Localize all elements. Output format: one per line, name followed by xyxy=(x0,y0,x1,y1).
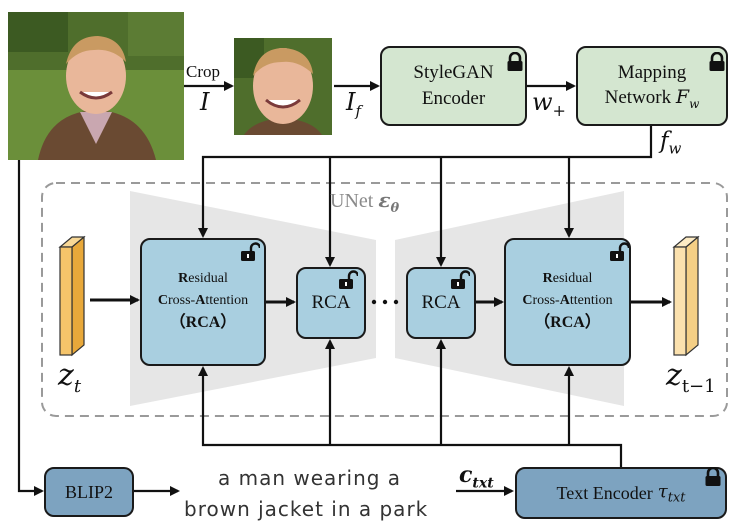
rca-small-2: RCA xyxy=(406,267,476,339)
cropped-face-photo xyxy=(234,38,332,135)
face-symbol: If xyxy=(346,88,362,120)
blip2-box: BLIP2 xyxy=(44,467,134,517)
unet-label: UNet εθ xyxy=(330,188,400,216)
rca-left-line3: （RCA） xyxy=(169,314,237,332)
lock-closed-icon xyxy=(507,52,523,71)
rca-small-1: RCA xyxy=(296,267,366,339)
ctxt-symbol: ctxt xyxy=(459,462,494,492)
lock-open-icon xyxy=(241,242,260,261)
stylegan-line2: Encoder xyxy=(421,88,486,109)
lock-closed-icon xyxy=(705,467,721,486)
lock-open-icon xyxy=(610,242,629,261)
image-symbol: I xyxy=(200,88,210,116)
crop-label: Crop xyxy=(186,62,220,81)
mapping-network: Mapping Network Fw xyxy=(576,46,728,126)
rca-left-line2: Cross-Attention xyxy=(157,292,249,308)
text-encoder-box: Text Encoder τtxt xyxy=(515,467,727,519)
input-photo xyxy=(8,12,184,160)
rca-right-line3: （RCA） xyxy=(534,314,601,332)
fw-symbol: fw xyxy=(660,128,682,158)
w-plus-symbol: w+ xyxy=(532,88,566,120)
caption-line1: a man wearing a xyxy=(218,466,402,490)
caption-line2: brown jacket in a park xyxy=(184,497,429,521)
ellipsis-dots xyxy=(371,299,399,305)
lock-closed-icon xyxy=(709,52,725,71)
stylegan-line1: StyleGAN xyxy=(413,62,494,84)
rca-block-left: Residual Cross-Attention （RCA） xyxy=(140,238,266,366)
unet-frame xyxy=(41,182,728,417)
lock-open-icon xyxy=(339,270,358,289)
zt-latent-cube xyxy=(58,235,86,357)
mapping-line2: Network Fw xyxy=(604,86,700,112)
mapping-line1: Mapping xyxy=(617,61,687,83)
zt1-label: zt−1 xyxy=(666,358,716,397)
rca-right-line2: Cross-Attention xyxy=(522,292,613,308)
lock-open-icon xyxy=(451,270,470,289)
fw-bus xyxy=(198,126,653,238)
rca-right-line1: Residual xyxy=(542,270,593,286)
rca-block-right: Residual Cross-Attention （RCA） xyxy=(504,238,631,366)
zt-label: zt xyxy=(58,358,82,397)
image-to-blip2-arrow xyxy=(17,160,44,496)
rca-left-line1: Residual xyxy=(178,270,228,286)
zt1-latent-cube xyxy=(672,235,700,357)
stylegan-encoder: StyleGAN Encoder xyxy=(380,46,527,126)
